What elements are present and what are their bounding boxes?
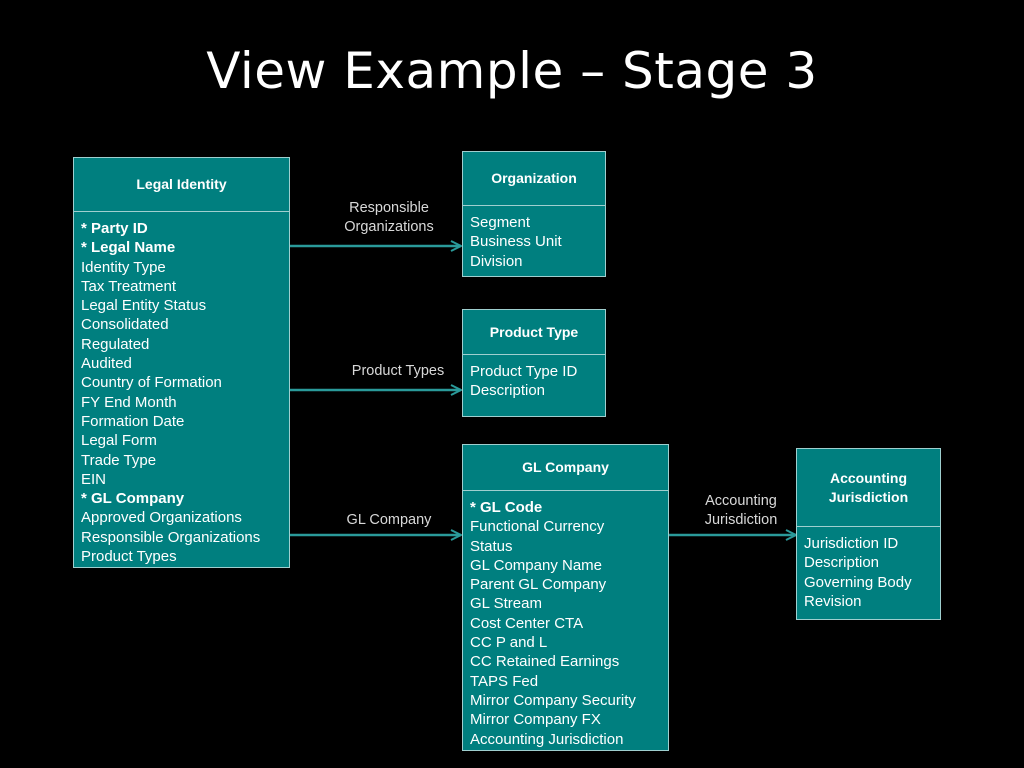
attribute: Identity Type [81, 258, 166, 276]
key-attribute: * GL Company [81, 490, 185, 508]
attribute: Accounting Jurisdiction [470, 730, 624, 748]
relationship-label-responsible-organizations: Responsible Organizations [344, 200, 434, 235]
key-attribute: * Party ID [81, 220, 148, 237]
relationship-label-product-types: Product Types [351, 363, 445, 379]
attribute: Division [470, 252, 523, 270]
attribute: Responsible Organizations [81, 528, 261, 546]
attribute: Description [470, 382, 546, 400]
attribute: Cost Center CTA [470, 614, 584, 632]
attribute: Segment [470, 214, 531, 231]
attribute: Trade Type [81, 451, 157, 469]
attribute: Jurisdiction ID [804, 535, 899, 552]
attribute: CC Retained Earnings [470, 653, 620, 671]
entity-accounting-jurisdiction[interactable]: Accounting Jurisdiction Jurisdiction ID D… [796, 448, 941, 620]
key-attribute: * GL Code [470, 499, 543, 516]
attribute: FY End Month [81, 393, 177, 411]
entity-product-type[interactable]: Product Type Product Type ID Description [462, 309, 606, 417]
attribute: Legal Form [81, 432, 157, 450]
attribute: Consolidated [81, 316, 169, 334]
attribute: Formation Date [81, 412, 185, 430]
attribute: Product Type ID [470, 363, 578, 380]
key-attribute: * Legal Name [81, 239, 176, 257]
entity-header: Organization [463, 152, 605, 206]
entity-header: Product Type [463, 310, 605, 355]
attribute: Business Unit [470, 233, 562, 251]
attribute: Tax Treatment [81, 277, 177, 295]
attribute: Product Types [81, 548, 177, 566]
attribute: CC P and L [470, 634, 548, 652]
attribute: Mirror Company Security [470, 691, 636, 709]
attribute: TAPS Fed [470, 672, 539, 690]
attribute: Country of Formation [81, 374, 222, 392]
attribute: GL Company Name [470, 556, 602, 574]
entity-header: Legal Identity [74, 158, 289, 212]
attribute: Description [804, 554, 880, 572]
attribute: Audited [81, 355, 132, 373]
attribute: Mirror Company FX [470, 711, 601, 729]
entity-header: GL Company [463, 445, 668, 491]
attribute: Legal Entity Status [81, 297, 207, 315]
page-title: View Example – Stage 3 [206, 42, 818, 100]
attribute: Status [470, 537, 513, 555]
attribute: Governing Body [804, 573, 912, 591]
attribute: Approved Organizations [81, 509, 242, 527]
attribute-list: Product Type ID Description [463, 355, 605, 401]
attribute: Parent GL Company [470, 576, 607, 594]
entity-header: Accounting Jurisdiction [797, 449, 940, 527]
attribute: Revision [804, 592, 862, 610]
attribute: GL Stream [470, 595, 542, 613]
attribute: EIN [81, 470, 107, 488]
relationship-label-gl-company: GL Company [346, 512, 432, 528]
attribute: Functional Currency [470, 518, 605, 536]
attribute: Regulated [81, 335, 150, 353]
relationship-label-accounting-jurisdiction: Accounting Jurisdiction [704, 493, 778, 528]
